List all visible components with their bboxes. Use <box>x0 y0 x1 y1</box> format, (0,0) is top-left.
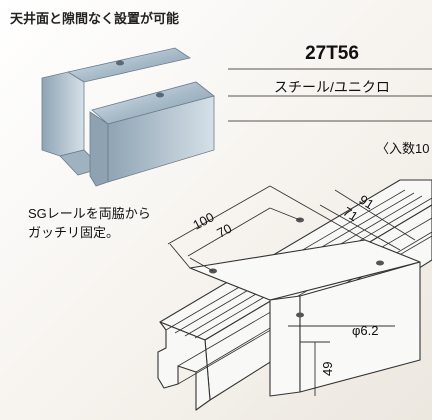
pack-quantity: 〈入数10 <box>376 141 430 156</box>
product-material: スチール/ユニクロ <box>274 79 390 95</box>
dimension-91: 91 <box>356 192 376 212</box>
bracket-front-wall <box>269 295 301 397</box>
bracket-hole-4 <box>296 312 304 318</box>
dimension-70: 70 <box>214 221 234 241</box>
description: SGレールを両脇から ガッチリ固定。 <box>28 204 151 242</box>
dimension-height: 49 <box>320 362 335 376</box>
description-line-2: ガッチリ固定。 <box>28 225 120 240</box>
dimension-71: 71 <box>340 204 360 224</box>
feature-heading: 天井面と隙間なく設置が可能 <box>10 11 180 26</box>
dimension-hole: φ6.2 <box>352 323 379 338</box>
bracket-hole-2 <box>376 260 384 266</box>
product-code: 27T56 <box>305 43 359 64</box>
description-line-1: SGレールを両脇から <box>28 206 151 221</box>
bracket-side-wall <box>299 261 421 393</box>
